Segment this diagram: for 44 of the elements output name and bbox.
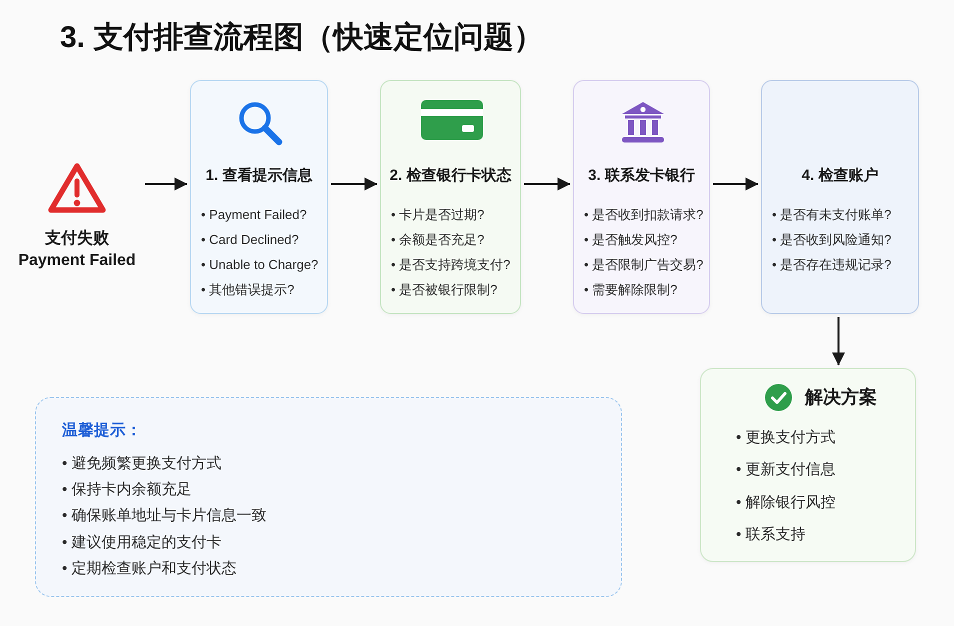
- tips-panel: [35, 397, 622, 597]
- bullet-item: • 更新支付信息: [736, 460, 836, 480]
- bullet-item: • 更换支付方式: [736, 428, 836, 448]
- bullet-item: • Payment Failed?: [201, 206, 307, 224]
- bullet-item: • 其他错误提示?: [201, 281, 294, 299]
- solution-title: 解决方案: [805, 386, 877, 409]
- arrow: [145, 178, 188, 190]
- bullet-item: • Card Declined?: [201, 231, 299, 249]
- arrow: [713, 178, 759, 190]
- node-label: Payment Failed: [18, 251, 136, 271]
- arrow: [331, 178, 378, 190]
- step-card: [380, 80, 521, 314]
- bullet-item: • 是否有未支付账单?: [772, 206, 892, 224]
- step-title: 2. 检查银行卡状态: [390, 166, 512, 186]
- bullet-item: • 联系支持: [736, 524, 806, 545]
- bullet-item: • 是否收到扣款请求?: [584, 206, 704, 224]
- bullet-item: • 确保账单地址与卡片信息一致: [62, 506, 266, 526]
- diagram-title: 3. 支付排查流程图（快速定位问题）: [60, 20, 544, 56]
- bullet-item: • 余额是否充足?: [391, 231, 484, 249]
- bullet-item: • 是否存在违规记录?: [772, 256, 892, 274]
- bullet-item: • Unable to Charge?: [201, 256, 318, 274]
- bullet-item: • 卡片是否过期?: [391, 206, 484, 224]
- bullet-item: • 是否收到风险通知?: [772, 231, 892, 249]
- step-card: [190, 80, 328, 314]
- bullet-item: • 避免频繁更换支付方式: [62, 454, 222, 474]
- node-label: 支付失败: [45, 228, 109, 249]
- tips-title: 温馨提示：: [62, 421, 142, 441]
- step-title: 4. 检查账户: [802, 166, 878, 186]
- bullet-item: • 解除银行风控: [736, 492, 836, 513]
- bullet-item: • 建议使用稳定的支付卡: [62, 532, 222, 553]
- arrow: [832, 317, 845, 366]
- arrow: [524, 178, 571, 190]
- bullet-item: • 定期检查账户和支付状态: [62, 558, 236, 579]
- bullet-item: • 需要解除限制?: [584, 281, 678, 299]
- solution-card: [700, 368, 916, 562]
- bullet-item: • 是否限制广告交易?: [584, 256, 704, 274]
- bullet-item: • 保持卡内余额充足: [62, 480, 192, 500]
- step-title: 1. 查看提示信息: [206, 166, 312, 186]
- step-card: [761, 80, 919, 314]
- bullet-item: • 是否被银行限制?: [391, 281, 498, 299]
- bullet-item: • 是否支持跨境支付?: [391, 256, 510, 274]
- step-title: 3. 联系发卡银行: [588, 166, 695, 186]
- bullet-item: • 是否触发风控?: [584, 231, 678, 249]
- step-card: [573, 80, 710, 314]
